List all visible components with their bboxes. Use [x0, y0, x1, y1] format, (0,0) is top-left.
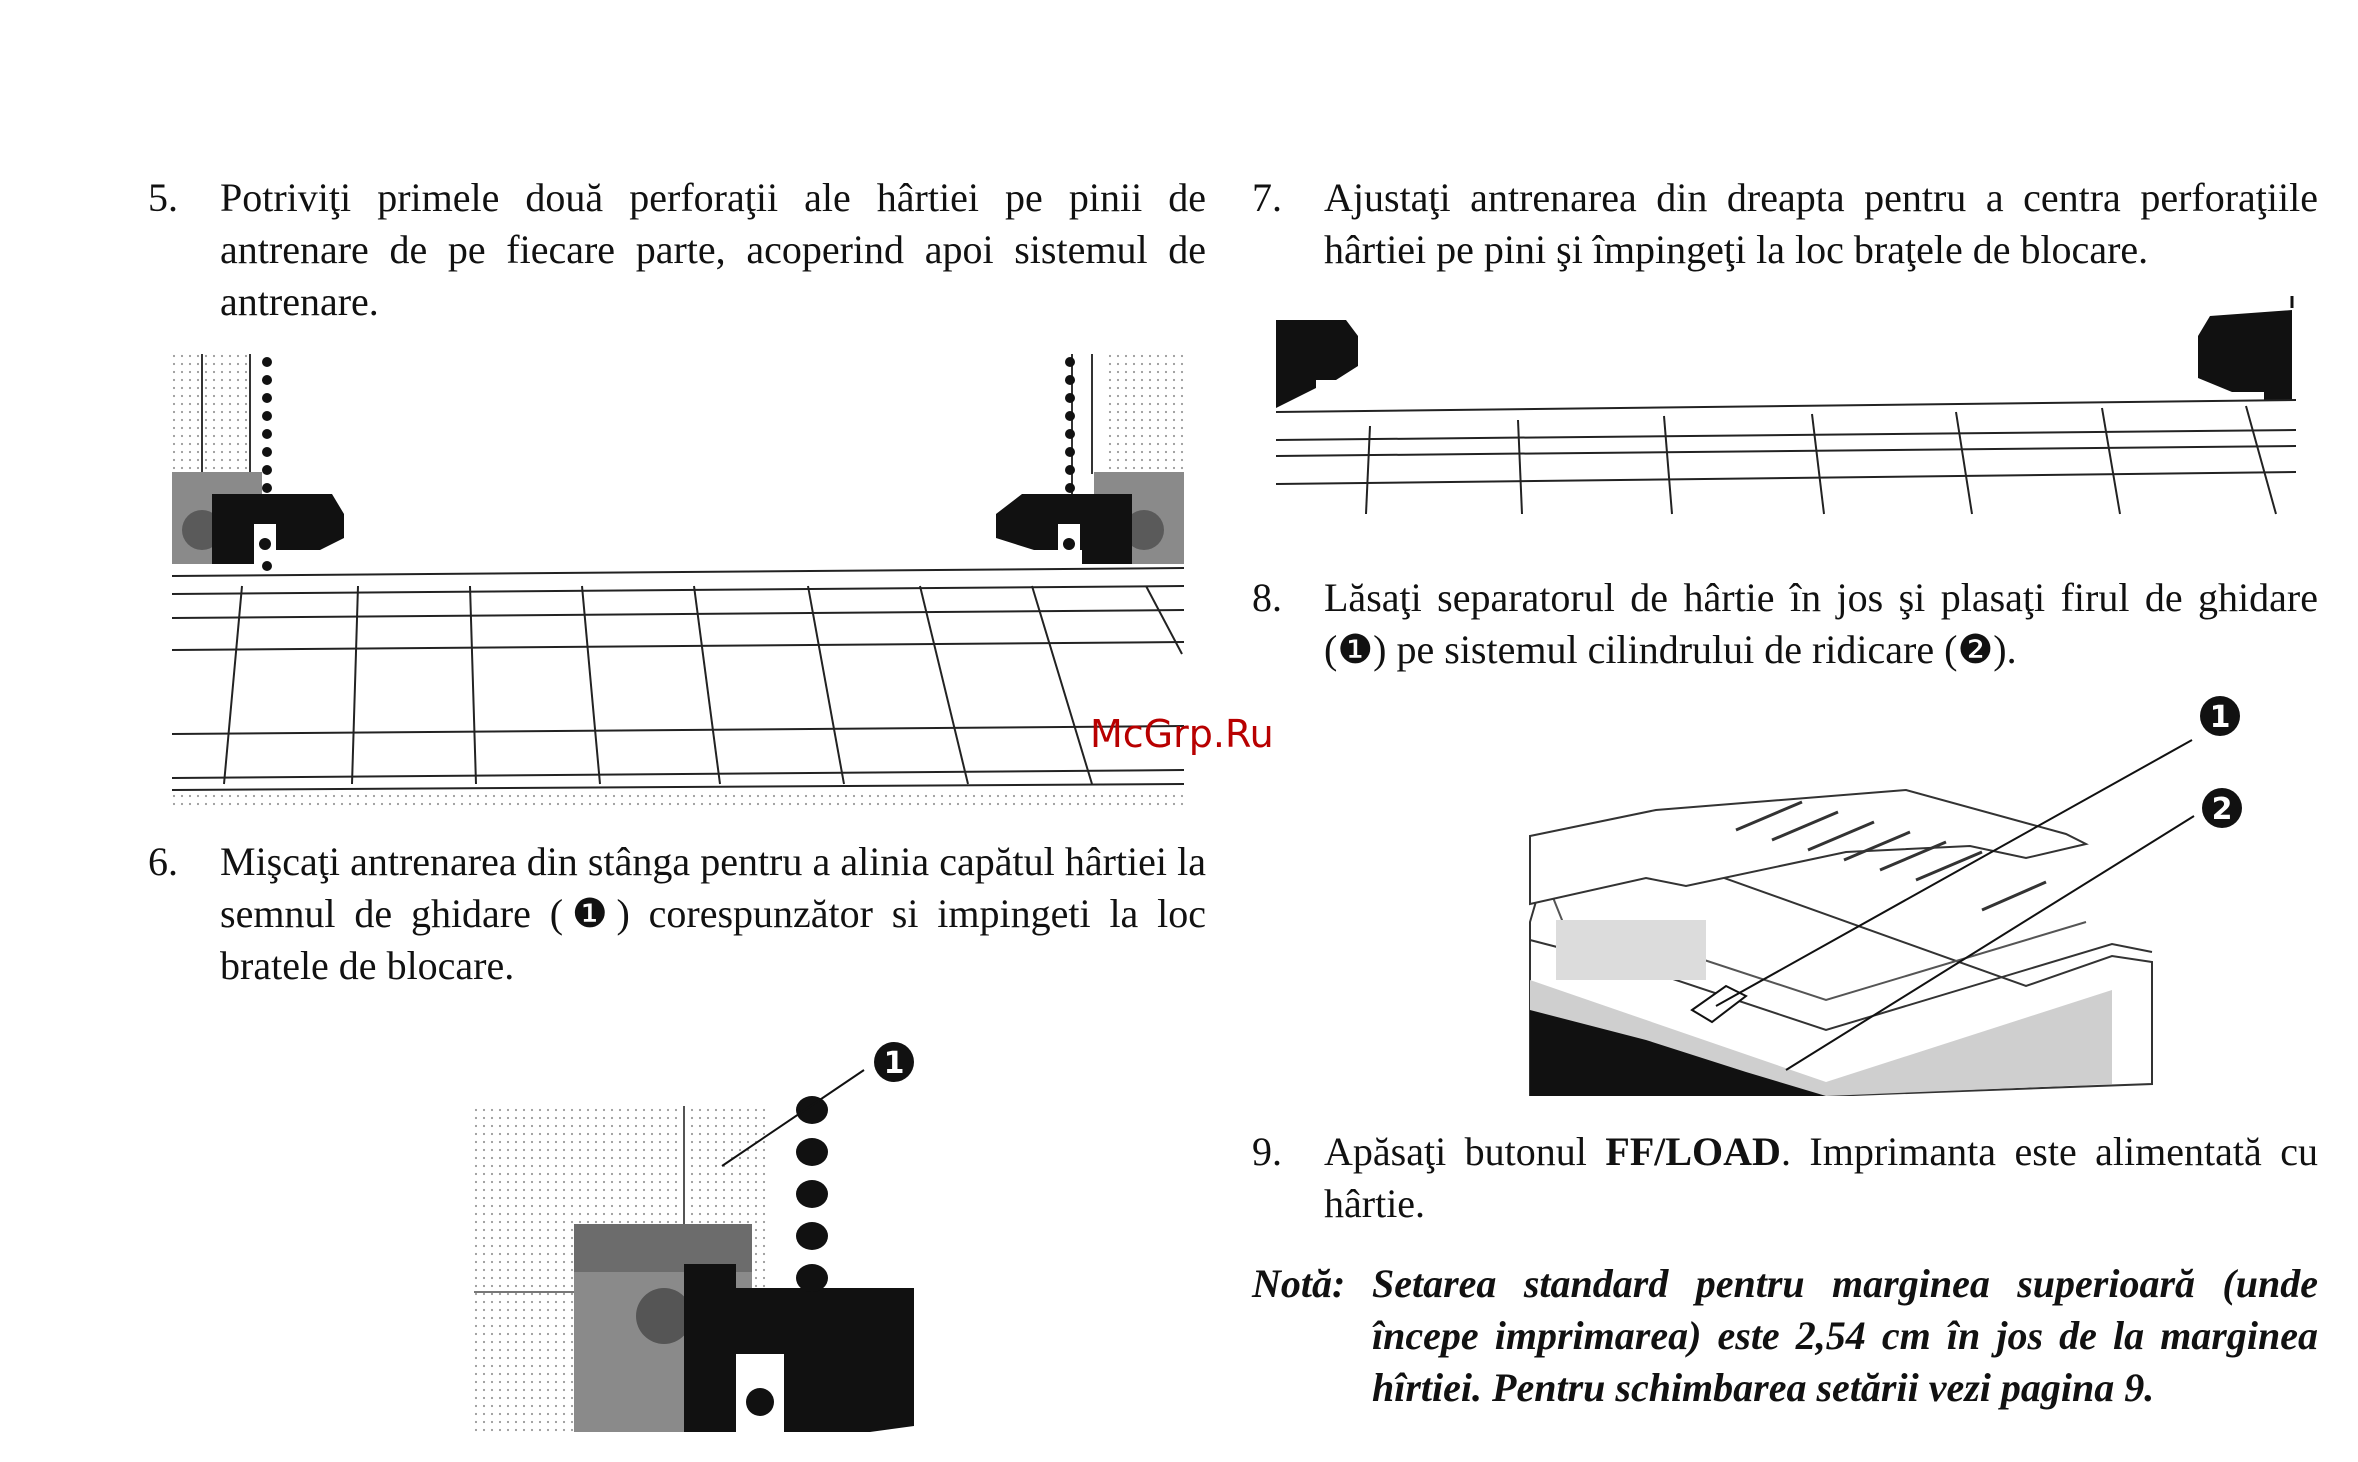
callout-2-step8: [2202, 788, 2242, 828]
figure-paper-separator: 1 2: [1529, 696, 2242, 1096]
step-8-text: Lăsaţi separatorul de hârtie în jos şi p…: [1324, 575, 2318, 672]
step-6-text: Mişcaţi antrenarea din stânga pentru a a…: [220, 839, 1206, 988]
step-9-number: 9.: [1252, 1129, 1282, 1174]
step-5-text: Potriviţi primele două perforaţii ale hâ…: [220, 175, 1206, 324]
step-5-number: 5.: [148, 175, 178, 220]
callout-1-step8: [2200, 696, 2240, 736]
figure-centered-paper: [1276, 296, 2296, 515]
ff-load-button-name: FF/LOAD: [1605, 1129, 1781, 1174]
step-9-text-after: . Imprimanta este alimentată cu hârtie.: [1324, 1129, 2318, 1226]
callout-1-step6-label: 1: [884, 1046, 905, 1081]
watermark: McGrp.Ru: [1090, 712, 1274, 756]
callout-1-step8-label: 1: [2210, 700, 2231, 735]
step-9-text: Apăsaţi butonul FF/LOAD. Imprimanta este…: [1324, 1126, 2318, 1230]
callout-2-step8-label: 2: [2212, 792, 2233, 827]
step-9-text-before: Apăsaţi butonul: [1324, 1129, 1606, 1174]
note-paragraph: Notă:: [1252, 1258, 2318, 1310]
figure-tractor-feed: [172, 354, 1184, 808]
step-7-number: 7.: [1252, 175, 1282, 220]
step-7-text: Ajustaţi antrenarea din dreapta pentru a…: [1324, 175, 2318, 272]
note-text: Setarea standard pentru marginea superio…: [1372, 1261, 2318, 1410]
callout-1-step6: [874, 1042, 914, 1082]
step-6-number: 6.: [148, 839, 178, 884]
note-label: Notă:: [1252, 1261, 1346, 1306]
figure-left-tractor-closeup: 1: [474, 1042, 914, 1432]
step-8-number: 8.: [1252, 575, 1282, 620]
